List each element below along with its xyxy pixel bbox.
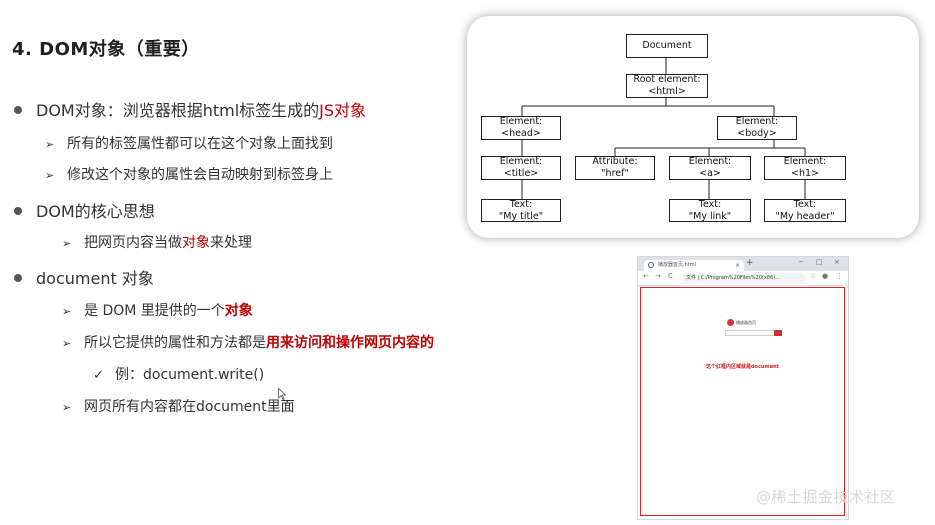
node-label: Element: — [499, 156, 543, 167]
node-label: Text: — [793, 198, 817, 210]
close-window-icon[interactable]: × — [834, 258, 840, 266]
sub-bullet: ➢ 所有的标签属性都可以在这个对象上面找到 — [45, 133, 333, 153]
node-h1: Element: <h1> — [764, 156, 846, 180]
bullet-dot-icon — [14, 206, 22, 215]
node-tag: "href" — [601, 168, 629, 179]
node-label: Attribute: — [592, 156, 638, 167]
node-label: Text: — [698, 198, 722, 210]
bullet-dom-core-idea: DOM的核心思想 — [14, 198, 155, 222]
node-label: Root element: — [633, 74, 701, 85]
node-text-title: Text: "My title" — [481, 199, 561, 222]
node-label: Element: — [783, 156, 827, 167]
node-title: Element: <title> — [481, 156, 561, 180]
node-label: Text: — [509, 198, 533, 210]
logo-text: 播放器首页 — [736, 320, 756, 325]
menu-icon[interactable]: ⋮ — [836, 272, 843, 280]
node-tag: "My title" — [498, 210, 544, 222]
bullet-dot-icon — [14, 105, 22, 114]
arrow-bullet-icon: ➢ — [62, 305, 72, 318]
bullet-document-object: document 对象 — [14, 265, 154, 289]
node-label: Element: — [735, 116, 779, 127]
node-tag: <html> — [648, 86, 686, 97]
sub-bullet: ➢ 所以它提供的属性和方法都是用来访问和操作网页内容的 — [62, 332, 434, 352]
node-attribute: Attribute: "href" — [575, 156, 655, 180]
node-text-link: Text: "My link" — [669, 199, 751, 222]
star-icon[interactable]: ☆ — [810, 272, 817, 280]
arrow-bullet-icon: ➢ — [62, 401, 72, 414]
arrow-bullet-icon: ➢ — [45, 138, 55, 151]
node-text-header: Text: "My header" — [764, 199, 846, 222]
node-tag: "My link" — [688, 210, 732, 222]
sub-bullet-text: 所有的标签属性都可以在这个对象上面找到 — [67, 136, 333, 152]
node-tag: <h1> — [791, 168, 819, 179]
highlight-text: 对象 — [224, 303, 253, 319]
new-tab-icon[interactable]: + — [746, 258, 754, 268]
highlight-text: JS对象 — [319, 101, 367, 120]
arrow-bullet-icon: ➢ — [62, 337, 72, 350]
example-item: ✓ 例：document.write() — [93, 364, 264, 384]
node-label: Document — [642, 40, 692, 51]
sub-bullet: ➢ 网页所有内容都在document里面 — [62, 396, 295, 416]
logo-icon — [727, 319, 734, 326]
node-body: Element: <body> — [717, 116, 797, 140]
node-a: Element: <a> — [669, 156, 751, 180]
highlight-text: 对象 — [182, 235, 210, 251]
minimize-icon[interactable]: − — [798, 258, 804, 266]
browser-address-bar: ← → C 文件 | C:/Program%20Files%20(x86)...… — [638, 271, 848, 286]
node-tag: <a> — [699, 168, 721, 179]
site-logo: 播放器首页 — [727, 319, 759, 326]
dom-tree-diagram: Document Root element: <html> Element: <… — [467, 16, 919, 238]
bullet-list: DOM对象：浏览器根据html标签生成的JS对象 ➢ 所有的标签属性都可以在这个对… — [14, 97, 434, 416]
node-head: Element: <head> — [481, 116, 561, 140]
sub-bullet: ➢ 是 DOM 里提供的一个对象 — [62, 300, 253, 320]
page-title: 4. DOM对象（重要） — [12, 39, 200, 60]
browser-tab[interactable]: 播放器首页.html × — [644, 260, 744, 271]
back-icon[interactable]: ← — [643, 272, 649, 280]
sub-bullet-text: 把网页内容当做 — [84, 235, 182, 251]
node-label: Element: — [688, 156, 732, 167]
node-tag: <body> — [737, 128, 777, 139]
sub-bullet-text: 是 DOM 里提供的一个 — [84, 303, 225, 319]
sub-bullet: ➢ 把网页内容当做对象来处理 — [62, 232, 252, 252]
tab-close-icon[interactable]: × — [734, 262, 740, 269]
tab-favicon-icon — [648, 262, 654, 268]
highlight-text: 用来访问和操作网页内容的 — [266, 335, 434, 351]
arrow-bullet-icon: ➢ — [45, 169, 55, 182]
mouse-cursor-icon — [278, 388, 286, 400]
sub-bullet-text: 网页所有内容都在document里面 — [84, 399, 295, 415]
sub-bullet-text: 来处理 — [210, 235, 252, 251]
browser-screenshot: 播放器首页.html × + − □ × ← → C 文件 | C:/Progr… — [637, 256, 849, 520]
node-root-element: Root element: <html> — [626, 74, 708, 98]
bullet-text: DOM对象：浏览器根据html标签生成的 — [36, 101, 320, 120]
sub-bullet-text: 修改这个对象的属性会自动映射到标签身上 — [67, 167, 333, 183]
sub-bullet: ➢ 修改这个对象的属性会自动映射到标签身上 — [45, 164, 333, 184]
maximize-icon[interactable]: □ — [816, 258, 823, 266]
example-text: 例：document.write() — [115, 367, 265, 383]
node-tag: <title> — [503, 168, 539, 179]
bullet-text: DOM的核心思想 — [36, 202, 155, 221]
tab-title: 播放器首页.html — [658, 262, 696, 268]
check-icon: ✓ — [93, 368, 104, 383]
tree-connectors — [521, 58, 806, 199]
node-document: Document — [626, 34, 708, 58]
watermark: @稀土掘金技术社区 — [756, 488, 896, 506]
forward-icon[interactable]: → — [655, 272, 661, 280]
sub-bullet-text: 所以它提供的属性和方法都是 — [84, 335, 266, 351]
search-input[interactable] — [725, 330, 775, 336]
arrow-bullet-icon: ➢ — [62, 237, 72, 250]
node-tag: <head> — [501, 128, 541, 139]
browser-tab-bar: 播放器首页.html × + − □ × — [638, 257, 848, 271]
bullet-text: document 对象 — [36, 269, 154, 288]
node-tag: "My header" — [775, 210, 835, 222]
reload-icon[interactable]: C — [668, 272, 673, 280]
bullet-dom-object: DOM对象：浏览器根据html标签生成的JS对象 — [14, 97, 366, 121]
document-area: 播放器首页 这个红框内区域就是document — [640, 287, 845, 516]
bullet-dot-icon — [14, 273, 22, 282]
document-note: 这个红框内区域就是document — [705, 364, 780, 370]
url-field[interactable]: 文件 | C:/Program%20Files%20(x86)... — [682, 273, 806, 283]
node-label: Element: — [499, 116, 543, 127]
profile-icon[interactable]: ● — [822, 272, 829, 280]
search-button[interactable] — [774, 330, 782, 336]
